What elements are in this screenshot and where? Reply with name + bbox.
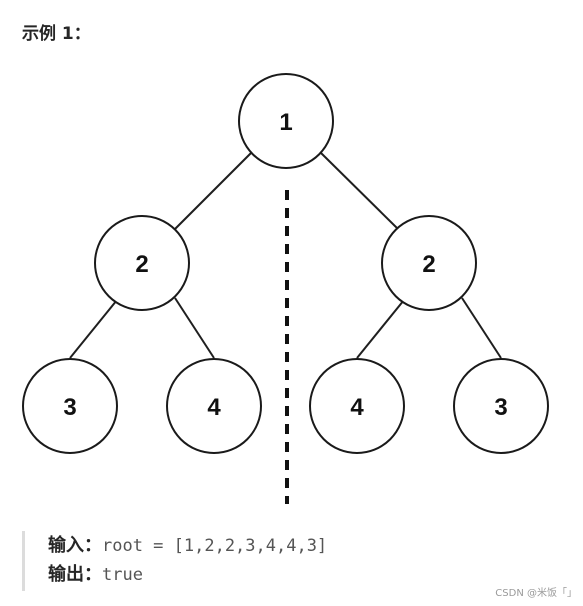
edge-left-child-left-left	[69, 299, 118, 359]
example-output-line: 输出：true	[48, 563, 143, 587]
tree-node-right-left: 4	[309, 358, 405, 454]
binary-tree-diagram: 1 2 2 3 4 4 3	[22, 73, 549, 504]
edge-left-child-left-right	[174, 297, 215, 359]
output-label: 输出：	[48, 564, 102, 585]
input-label: 输入：	[48, 535, 102, 556]
tree-node-left-left: 3	[22, 358, 118, 454]
node-label-left-left: 3	[63, 394, 76, 421]
example-io-block: 输入：root = [1,2,2,3,4,4,3] 输出：true	[22, 531, 565, 591]
edge-right-child-right-right	[461, 297, 502, 359]
tree-node-left-right: 4	[166, 358, 262, 454]
edge-right-child-right-left	[356, 299, 405, 359]
edge-root-right-child	[319, 151, 399, 230]
node-label-right-child: 2	[422, 251, 435, 278]
edge-root-left-child	[174, 151, 253, 230]
node-label-left-child: 2	[135, 251, 148, 278]
output-value: true	[102, 565, 143, 585]
tree-node-right-child: 2	[381, 215, 477, 311]
node-label-left-right: 4	[207, 394, 221, 421]
node-label-right-right: 3	[494, 394, 507, 421]
example-heading: 示例 1：	[22, 24, 91, 44]
input-value: root = [1,2,2,3,4,4,3]	[102, 536, 328, 556]
tree-node-root: 1	[238, 73, 334, 169]
tree-node-left-child: 2	[94, 215, 190, 311]
node-label-right-left: 4	[350, 394, 364, 421]
node-label-root: 1	[279, 109, 292, 136]
tree-node-right-right: 3	[453, 358, 549, 454]
example-input-line: 输入：root = [1,2,2,3,4,4,3]	[48, 534, 327, 558]
csdn-watermark: CSDN @米饭「」	[495, 588, 577, 599]
